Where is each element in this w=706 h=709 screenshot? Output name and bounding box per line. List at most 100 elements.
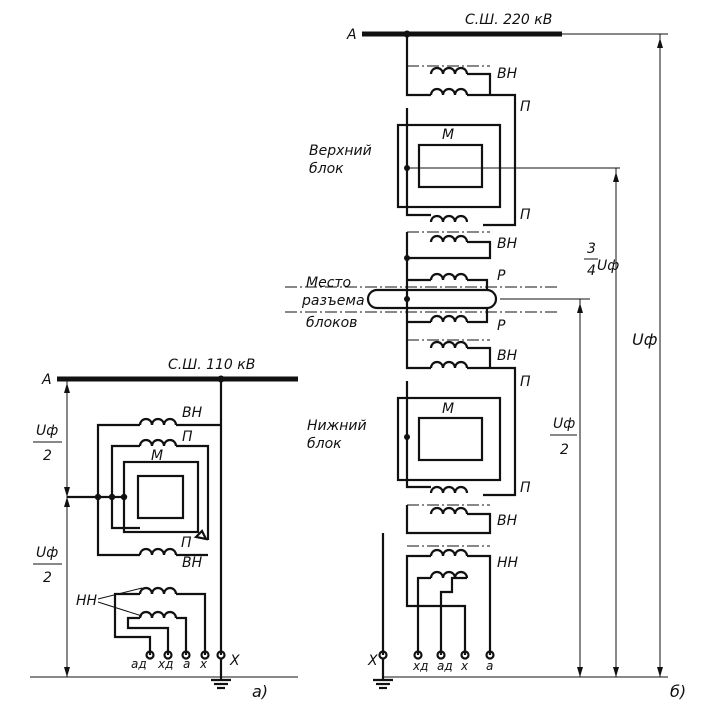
arrow-a-bottom: [64, 667, 70, 677]
arrow-half-bottom: [577, 667, 583, 677]
hv3-coil: [429, 340, 469, 349]
p2-label: П: [520, 207, 531, 223]
hv1-label: ВН: [497, 66, 518, 82]
tq-u: Uф: [597, 258, 619, 274]
split-node-mid: [404, 296, 410, 302]
lower-left-loop: [405, 381, 431, 489]
arrow-a-mid2: [64, 497, 70, 507]
outer-loop: [96, 423, 140, 557]
split-link: [366, 288, 498, 310]
terminal-b-a-label: a: [486, 659, 493, 673]
arrow-tq-bottom: [613, 667, 619, 677]
lv-b-coil-1: [429, 548, 469, 557]
hv3-lead-left: [405, 326, 431, 370]
p3-coil: [429, 360, 469, 369]
p1-label: П: [520, 99, 531, 115]
lv-pointer: [97, 587, 143, 617]
terminal-b-xd-label: xд: [412, 659, 428, 673]
panel-a: A С.Ш. 110 кВ ВН П М П ВН: [30, 357, 298, 701]
lv-coil-1: [138, 586, 178, 595]
panel-b: A С.Ш. 220 кВ ВН П М Верхний блок П ВН Р: [285, 12, 686, 701]
node-3: [120, 493, 128, 501]
lv-b-lead-x: [405, 554, 467, 655]
lower-block-label-2: блок: [307, 436, 342, 452]
hv2-coil: [429, 234, 469, 243]
tq-den: 4: [587, 263, 596, 279]
r1-coil: [429, 272, 469, 281]
node-1: [94, 493, 102, 501]
node-2: [108, 493, 116, 501]
lv-b-coil-2: [429, 570, 469, 579]
lv-label: НН: [76, 593, 98, 609]
hv1-lead-left: [405, 66, 431, 97]
lv-lead-2: [126, 616, 170, 655]
r2-leads: [407, 308, 489, 324]
lv-b-label: НН: [497, 555, 519, 571]
hv1-coil: [429, 66, 469, 75]
lower-core-label: М: [442, 401, 454, 417]
lower-block-label-1: Нижний: [307, 418, 367, 434]
arrow-full-top: [657, 38, 663, 48]
hv-bottom-label: ВН: [182, 555, 203, 571]
terminal-b-x: [460, 650, 470, 660]
terminal-ad: [145, 650, 155, 660]
upper-block-label-1: Верхний: [309, 143, 372, 159]
line-b-label: A: [346, 27, 357, 43]
hv2-label: ВН: [497, 236, 518, 252]
lv-lead-x: [176, 592, 207, 655]
lower-mid-node: [404, 434, 410, 440]
p1-coil: [429, 87, 469, 96]
terminal-b-a: [485, 650, 495, 660]
half-num-b: Uф: [553, 416, 575, 432]
upper-core-outer: [396, 123, 502, 209]
caption-b: б): [670, 682, 686, 701]
lv-b-lead-a: [467, 554, 492, 655]
arrow-half-top: [577, 303, 583, 313]
terminal-xd-label: xд: [157, 657, 173, 671]
p-loop-left: [110, 444, 140, 530]
caption-a: а): [252, 682, 268, 701]
upper-core-label: М: [442, 127, 454, 143]
r1-leads: [407, 278, 489, 290]
half-u-num-2: Uф: [36, 545, 58, 561]
hv1-lead-right: [467, 72, 492, 95]
terminal-X: [216, 650, 226, 660]
p-bottom-label: П: [181, 535, 192, 551]
terminal-ad-label: aд: [131, 657, 147, 671]
lv-b-lead-ad: [439, 576, 467, 655]
tq-num: 3: [587, 241, 596, 257]
arrow-a-top: [64, 383, 70, 393]
hv3-label: ВН: [497, 348, 518, 364]
p3-label: П: [520, 374, 531, 390]
hv3-lead-right: [467, 346, 492, 368]
r2-coil: [429, 314, 469, 323]
split-label-1: Место: [306, 275, 351, 291]
arrow-a-mid1: [64, 487, 70, 497]
terminal-b-ad: [436, 650, 446, 660]
lv-b-lead-xd: [416, 576, 431, 655]
p4-coil: [429, 485, 469, 494]
p2-coil: [429, 214, 469, 223]
arrow-tq-top: [613, 172, 619, 182]
terminal-b-x-label: x: [460, 659, 469, 673]
terminal-b-X-label: X: [367, 653, 378, 669]
p-coil-top: [138, 438, 178, 447]
upper-block-label-2: блок: [309, 161, 344, 177]
terminal-b-xd: [413, 650, 423, 660]
bus-220-label: С.Ш. 220 кВ: [465, 12, 552, 28]
lower-core-outer: [396, 396, 502, 482]
terminal-X-label: X: [229, 653, 240, 669]
terminal-a: [181, 650, 191, 660]
p-bottom-marker: [193, 529, 208, 541]
hv-coil-top: [138, 417, 178, 426]
half-u-num-1: Uф: [36, 423, 58, 439]
split-label-3: блоков: [306, 315, 357, 331]
terminal-b-ad-label: aд: [437, 659, 453, 673]
upper-core-inner: [417, 143, 484, 189]
terminal-a-label: a: [183, 657, 190, 671]
p3-outer: [467, 366, 517, 497]
p1-outer: [467, 93, 517, 227]
line-a-label: A: [41, 372, 52, 388]
